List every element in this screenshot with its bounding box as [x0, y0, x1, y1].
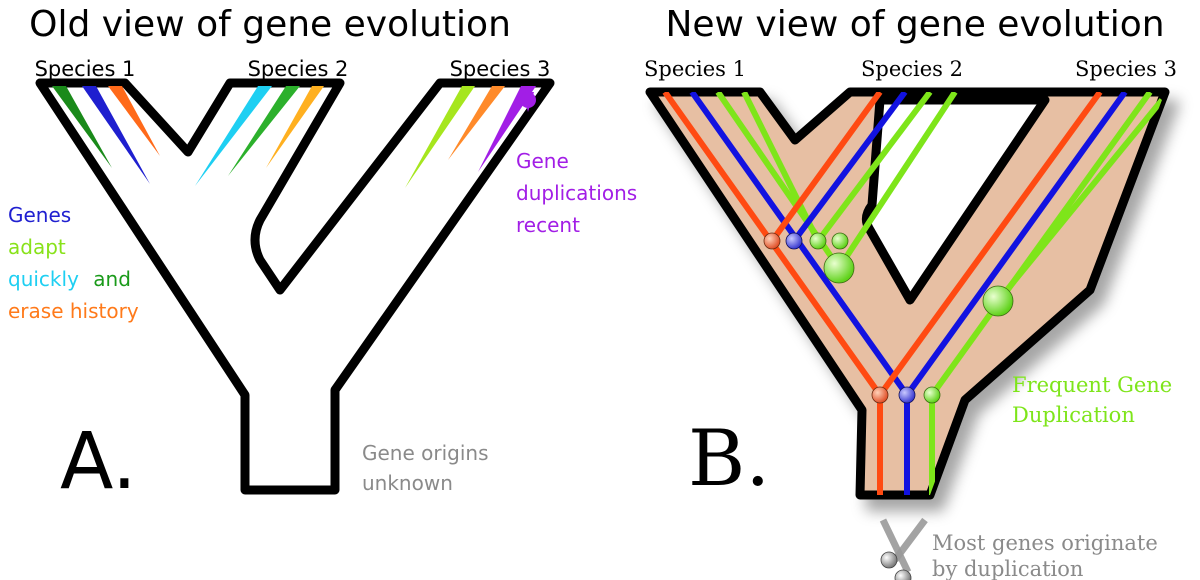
lineage-green-species-3b — [995, 98, 1165, 303]
lineage-green-species-2b — [836, 92, 958, 270]
gene-wedge-light-orange — [266, 86, 324, 168]
panel-a-tree-outline — [35, 78, 555, 495]
origin-duplication-note-line-1: Most genes originate — [932, 531, 1158, 555]
root-node-lower — [894, 569, 912, 580]
duplication-note-line-3: recent — [516, 213, 580, 237]
panel-a-letter: A. — [60, 417, 137, 507]
panel-a: Old view of gene evolution Species 1 Spe… — [8, 4, 644, 507]
root-node-upper — [880, 551, 898, 569]
panel-b-species-3-label: Species 3 — [1075, 57, 1177, 81]
origins-note-line-1: Gene origins — [362, 441, 489, 465]
panel-a-title: Old view of gene evolution — [29, 4, 511, 45]
duplication-note: Gene duplications recent — [516, 149, 644, 237]
duplication-node-blue-upper — [785, 232, 803, 250]
gene-wedge-dark-green — [52, 86, 112, 168]
lineage-orange-species-2 — [769, 92, 883, 243]
panel-b-letter: B. — [688, 414, 770, 504]
origin-duplication-note: Most genes originate by duplication — [932, 531, 1164, 580]
root-stem-right — [892, 517, 928, 563]
duplication-node-green-lower — [923, 386, 941, 404]
origins-note: Gene origins unknown — [362, 441, 495, 495]
duplication-node-green-species-3 — [982, 285, 1014, 317]
lineage-green-species-3 — [929, 92, 1153, 397]
gene-wedge-orange — [108, 86, 160, 156]
gene-wedge-blue — [82, 86, 150, 184]
adaptation-note-genes: Genes — [8, 203, 71, 227]
duplication-node-green-large — [823, 252, 855, 284]
duplication-node-orange-lower — [871, 386, 889, 404]
lineage-green-species-1b — [741, 92, 821, 243]
panel-a-species-2-label: Species 2 — [248, 57, 349, 81]
adaptation-note: Genes adapt quickly and erase history — [8, 203, 139, 323]
duplication-note-line-1: Gene — [516, 149, 569, 173]
duplication-node-green-upper-1 — [809, 232, 827, 250]
frequent-duplication-note-line-2: Duplication — [1012, 403, 1135, 427]
gene-wedge-orange-2 — [448, 86, 505, 160]
origin-duplication-note-line-2: by duplication — [932, 557, 1083, 580]
frequent-duplication-note: Frequent Gene Duplication — [1012, 373, 1179, 427]
gene-lineages — [662, 92, 1165, 495]
gene-wedge-green — [228, 86, 300, 176]
lineage-orange-species-3 — [877, 92, 1103, 397]
adaptation-note-and: and — [93, 267, 131, 291]
duplication-node-green-upper-2 — [831, 232, 849, 250]
panel-b: New view of gene evolution Species 1 Spe… — [644, 4, 1179, 580]
panel-b-species-2-label: Species 2 — [861, 57, 963, 81]
adaptation-note-quickly: quickly — [8, 267, 79, 291]
panel-a-species-3-label: Species 3 — [450, 57, 551, 81]
gene-wedge-yellow-green — [405, 86, 475, 188]
duplication-dot-purple — [520, 92, 536, 108]
adaptation-note-adapt: adapt — [8, 235, 66, 259]
duplication-node-orange-upper — [763, 232, 781, 250]
panel-b-species-1-label: Species 1 — [644, 57, 746, 81]
gene-wedge-cyan — [195, 86, 272, 186]
lineage-green-species-2a — [815, 92, 933, 243]
origins-note-line-2: unknown — [362, 471, 453, 495]
adaptation-note-erase: erase history — [8, 299, 139, 323]
panel-a-species-1-label: Species 1 — [35, 57, 136, 81]
duplication-note-line-2: duplications — [516, 181, 637, 205]
gene-wedge-purple — [478, 86, 536, 172]
duplication-node-blue-lower — [898, 386, 916, 404]
lineage-blue-species-3 — [904, 92, 1128, 397]
root-stem-left — [879, 518, 912, 574]
frequent-duplication-note-line-1: Frequent Gene — [1012, 373, 1172, 397]
lineage-blue-species-2 — [791, 92, 908, 243]
panel-b-title: New view of gene evolution — [665, 4, 1164, 45]
